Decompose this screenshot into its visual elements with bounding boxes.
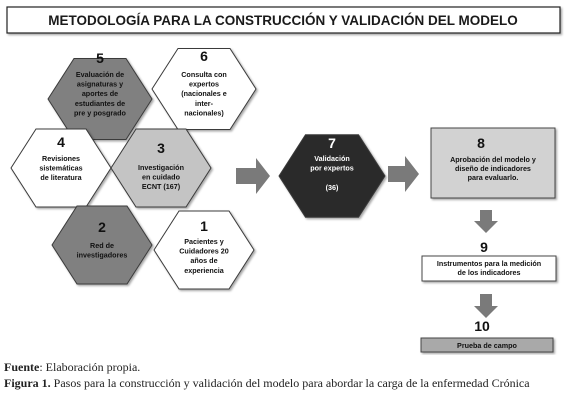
step-5-label-line-2: asignaturas y <box>77 80 123 89</box>
step-9-label-line-2: de los indicadores <box>457 268 520 277</box>
step-5-label-line-3: aportes de <box>82 89 118 98</box>
figure-text: Pasos para la construcción y validación … <box>50 376 530 390</box>
step-9-label-line-1: Instrumentos para la medición <box>437 259 541 268</box>
source-text: : Elaboración propia. <box>39 360 141 374</box>
step-8-label-line-3: para evaluarlo. <box>468 173 519 182</box>
figure-label: Figura 1. <box>4 376 51 390</box>
step-4-label-line-3: de literatura <box>40 173 82 182</box>
step-6-hexagon <box>151 48 257 130</box>
step-10: 10 Prueba de campo <box>420 318 554 353</box>
arrow-down-to-step-10 <box>474 294 498 318</box>
step-5-number: 5 <box>96 50 104 66</box>
step-9-number: 9 <box>480 239 488 255</box>
step-3-label-line-1: Investigación <box>138 163 184 172</box>
step-6-label-line-5: nacionales) <box>184 108 224 117</box>
step-4-number: 4 <box>57 134 65 150</box>
step-8-label-line-1: Aprobación del modelo y <box>450 155 536 164</box>
arrows <box>236 156 498 318</box>
step-1-hexagon <box>153 210 255 290</box>
step-9: 9 Instrumentos para la medición de los i… <box>421 239 557 282</box>
step-5-label-line-4: estudiantes de <box>75 99 125 108</box>
step-10-box <box>420 337 554 353</box>
step-7-label-line-4: (36) <box>326 183 339 192</box>
step-5-label-line-5: pre y posgrado <box>74 108 127 117</box>
step-4-label-line-2: sistemáticas <box>39 164 82 173</box>
step-9-box <box>421 255 557 282</box>
step-7-label-line-1: Validación <box>314 154 350 163</box>
step-1-label-line-2: Cuidadores 20 <box>179 247 229 256</box>
step-7-hexagon <box>278 134 386 218</box>
step-1-label-line-1: Pacientes y <box>184 237 224 246</box>
step-4-label-line-1: Revisiones <box>42 154 80 163</box>
step-3-hexagon <box>110 128 212 208</box>
step-10-label: Prueba de campo <box>457 341 518 350</box>
step-6-label-line-4: inter- <box>195 99 214 108</box>
step-1-label-line-3: años de <box>190 256 217 265</box>
step-8-box <box>430 127 556 199</box>
step-6-label-line-3: (nacionales e <box>181 89 227 98</box>
step-6-number: 6 <box>200 48 208 64</box>
step-5-hexagon <box>47 58 153 140</box>
step-8-label-line-2: diseño de indicadores <box>455 164 531 173</box>
step-10-number: 10 <box>474 318 490 334</box>
step-7-label-line-2: por expertos <box>310 164 354 173</box>
step-2-hexagon <box>51 205 153 285</box>
step-6-label-line-1: Consulta con <box>181 70 227 79</box>
step-3-number: 3 <box>157 140 165 156</box>
step-3-label-line-2: en cuidado <box>142 173 181 182</box>
step-8: 8 Aprobación del modelo y diseño de indi… <box>430 127 556 199</box>
step-2-number: 2 <box>98 219 106 235</box>
figure-caption: Figura 1. Pasos para la construcción y v… <box>4 376 562 391</box>
arrow-right-to-step-8 <box>388 156 419 192</box>
arrow-down-to-step-9 <box>474 210 498 233</box>
step-1-number: 1 <box>200 218 208 234</box>
step-8-number: 8 <box>477 135 485 151</box>
step-3-label-line-3: ECNT (167) <box>142 182 181 191</box>
title-banner: METODOLOGÍA PARA LA CONSTRUCCIÓN Y VALID… <box>6 6 561 34</box>
step-1-label-line-4: experiencia <box>184 266 225 275</box>
source-note: Fuente: Elaboración propia. <box>4 360 560 375</box>
step-6-label-line-2: expertos <box>189 80 219 89</box>
step-5-label-line-1: Evaluación de <box>76 70 124 79</box>
diagram-title: METODOLOGÍA PARA LA CONSTRUCCIÓN Y VALID… <box>48 13 518 28</box>
source-label: Fuente <box>4 360 40 374</box>
step-2-label-line-1: Red de <box>90 241 114 250</box>
step-7-number: 7 <box>328 135 336 151</box>
title-box <box>6 6 561 34</box>
step-2-label-line-2: investigadores <box>77 251 128 260</box>
arrow-right-to-step-7 <box>236 158 270 194</box>
